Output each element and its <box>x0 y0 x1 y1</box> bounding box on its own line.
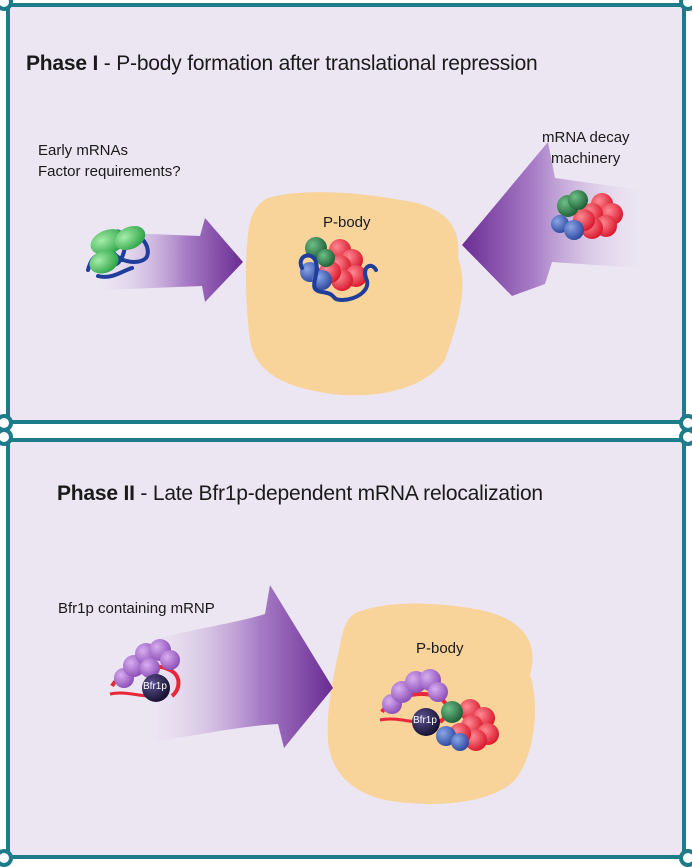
bfr1p-mrnp-label: Bfr1p containing mRNP <box>58 600 215 617</box>
corner-ornament <box>679 428 692 446</box>
pbody-cluster-2 <box>379 669 499 751</box>
pbody-label-2: P-body <box>416 640 464 657</box>
decay-machinery-cluster <box>551 190 623 240</box>
phase1-title: Phase I - P-body formation after transla… <box>26 52 538 76</box>
pbody-label-1: P-body <box>323 214 371 231</box>
phase2-title: Phase II - Late Bfr1p-dependent mRNA rel… <box>57 482 543 506</box>
phase2-title-bold: Phase II <box>57 482 135 505</box>
factor-requirements-label: Factor requirements? <box>38 163 181 180</box>
corner-ornament <box>679 0 692 11</box>
bfr1p-protein-label-pbody: Bfr1p <box>413 715 437 726</box>
arrow-left <box>462 142 640 296</box>
corner-ornament <box>0 428 13 446</box>
pbody-cluster-1 <box>298 237 378 303</box>
early-mrnas-label: Early mRNAs <box>38 142 129 159</box>
early-mrna-complex <box>86 225 150 279</box>
decay-machinery-label-1: mRNA decay <box>542 129 630 146</box>
bfr1p-protein-label: Bfr1p <box>143 681 167 692</box>
corner-ornament <box>0 0 13 11</box>
arrow-right <box>150 585 333 748</box>
bfr1p-mrnp-left <box>109 639 181 702</box>
pbody-blob <box>245 192 463 396</box>
phase2-title-rest: - Late Bfr1p-dependent mRNA relocalizati… <box>134 482 543 505</box>
pbody-blob <box>327 603 535 804</box>
phase1-title-bold: Phase I <box>26 52 99 75</box>
decay-machinery-label-2: machinery <box>551 150 621 167</box>
phase1-title-rest: - P-body formation after translational r… <box>98 52 538 75</box>
